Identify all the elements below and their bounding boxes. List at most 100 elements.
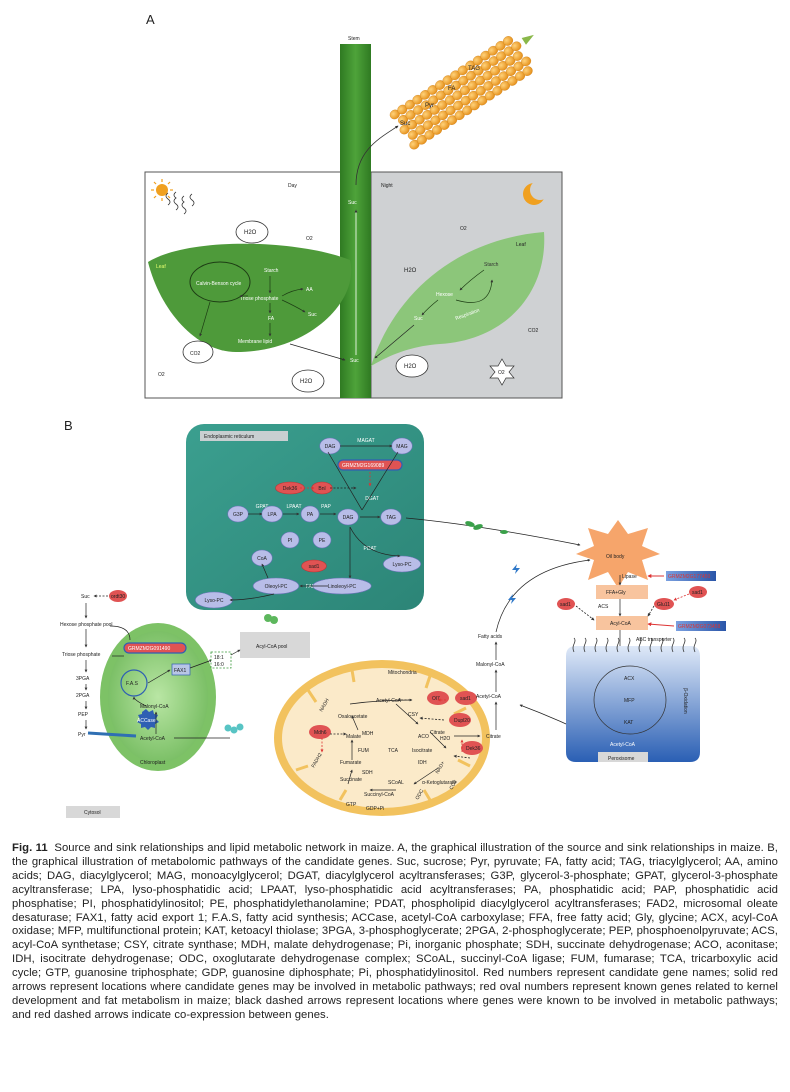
abc-transporter [616, 637, 620, 653]
figure-caption: Fig. 11 Source and sink relationships an… [12, 842, 778, 1023]
er-node-shape [312, 531, 332, 549]
mito-mdh_gene: Mdh6 [314, 730, 327, 736]
sad-left-dashed [575, 605, 595, 621]
night-o2-top: O2 [460, 226, 467, 232]
fas-label: F.A.S [126, 681, 139, 687]
day-h2o-bottom [291, 369, 325, 393]
abc-transporters [572, 637, 697, 653]
abc-transporter [605, 637, 609, 653]
chloroplast-label: Chloroplast [140, 760, 166, 766]
cytosol-3pga: 3PGA [76, 676, 90, 682]
mito-gdp: GDP+Pi [366, 806, 384, 812]
central-fatty-acids: Fatty acids [478, 634, 503, 640]
er-node-shape [252, 577, 300, 595]
night-arrows [374, 269, 494, 359]
fa-export-160: 16:0 [214, 662, 224, 668]
abc-transporter [682, 637, 686, 653]
light-wave-icon [165, 191, 195, 215]
peroxisome-acetyl: Acetyl-CoA [610, 742, 636, 748]
mito-nad: NAD+ [435, 760, 447, 775]
mito-h2o: H2O [440, 736, 450, 742]
night-co2: CO2 [528, 328, 539, 334]
sad-glu-red [673, 593, 690, 601]
fax1-box [171, 663, 191, 676]
er-node-label: LPA [267, 512, 277, 518]
kernel [512, 51, 523, 61]
peroxisome-body [566, 646, 700, 762]
caption-text: Source and sink relationships and lipid … [12, 842, 778, 1021]
er-node-label: G3P [233, 512, 244, 518]
er-node-label: PAP [321, 504, 331, 510]
kernel [522, 66, 533, 76]
mito-acetyl: Acetyl-CoA [376, 698, 402, 704]
central-citrate: Citrate [486, 734, 501, 740]
er-node-label: PA [307, 512, 314, 518]
er-arrows [229, 444, 401, 602]
gene-2-label: GRMZM2G073458 [678, 624, 720, 630]
mito-cristae [295, 669, 471, 801]
mito-sad1: sad1 [460, 696, 471, 702]
night-leaf [371, 232, 545, 366]
abc-transporter [583, 637, 587, 653]
er-node-label: Bnl [318, 486, 325, 492]
figure-diagram: A Stem Suc Suc Maize ear TAG FA Pyr Suc … [60, 12, 726, 818]
oil-body-label: Oil body [606, 554, 625, 560]
er-candidate-gene-label: GRMZM2G169089 [342, 463, 384, 469]
gene2-arrow [647, 622, 675, 627]
stem [340, 44, 371, 398]
chloroplast-arrows [132, 659, 230, 739]
er-node-label: DGAT [365, 496, 379, 502]
abc-transporter [594, 637, 598, 653]
acs-label: ACS [598, 604, 609, 610]
mfp-label: MFP [624, 698, 635, 704]
mito-idh: IDH [418, 760, 427, 766]
mitochondria-label: Mitochondria [388, 670, 417, 676]
kernel [521, 56, 532, 67]
mito-isocitrate: Isocitrate [412, 748, 433, 754]
mito-gene-oval [309, 725, 331, 739]
abc-label: ABC transporter [636, 637, 672, 643]
mito-fum: FUM [358, 748, 369, 754]
cytosol-suc: Suc [81, 594, 90, 600]
transport-beads-1 [264, 614, 278, 624]
mito-fumarate: Fumarate [340, 760, 362, 766]
cytosol-label-box [66, 806, 120, 818]
fas-cycle [120, 669, 148, 697]
abc-transporter [627, 637, 631, 653]
er-node-label: Dek36 [283, 486, 298, 492]
night-h2o-bottom [395, 354, 429, 378]
night-h2o-top: H2O [404, 268, 417, 274]
er-node-label: Lyso-PC [393, 562, 412, 568]
ear-item-fa: FA [448, 86, 455, 92]
accase-label: ACCase [137, 718, 156, 724]
day-membrane: Membrane lipid [238, 339, 272, 345]
calvin-cycle [189, 261, 251, 303]
mito-dupl20: Dupl20 [454, 718, 470, 724]
mito-gene-oval [449, 713, 471, 727]
acyl-coa-pool-label: Acyl-CoA pool [256, 644, 287, 650]
er-title: Endoplasmic reticulum [204, 434, 254, 440]
er-node-label: Oleoyl-PC [265, 584, 288, 590]
moon-icon [523, 180, 550, 205]
mito-succinyl: Succinyl-CoA [364, 792, 395, 798]
day-o2-bottom: O2 [158, 372, 165, 378]
gene-1-label: GRMZM2G177450 [668, 574, 710, 580]
gene-sad1-right-label: sad1 [692, 590, 703, 596]
mito-citrate: Citrate [430, 730, 445, 736]
chloroplast-candidate-gene [123, 642, 187, 654]
er-node-label: sad1 [309, 564, 320, 570]
kernel [503, 36, 514, 46]
gene-sad1-left [557, 598, 575, 610]
tca-arrows [347, 698, 481, 792]
er-node-label: DAG [325, 444, 336, 450]
mito-gene-oval [427, 691, 449, 705]
day-suc: Suc [308, 312, 317, 318]
ear-item-pyr: Pyr [425, 103, 434, 109]
cytosol-arrows [84, 603, 131, 730]
er-title-box [200, 431, 288, 441]
maize-ear-label: Maize ear [426, 45, 448, 62]
gene-ordt30-label: ordt30 [111, 594, 125, 600]
fax1-label: FAX1 [174, 668, 186, 674]
abc-transporter [693, 637, 697, 653]
cytosol-pyr: Pyr [78, 732, 86, 738]
